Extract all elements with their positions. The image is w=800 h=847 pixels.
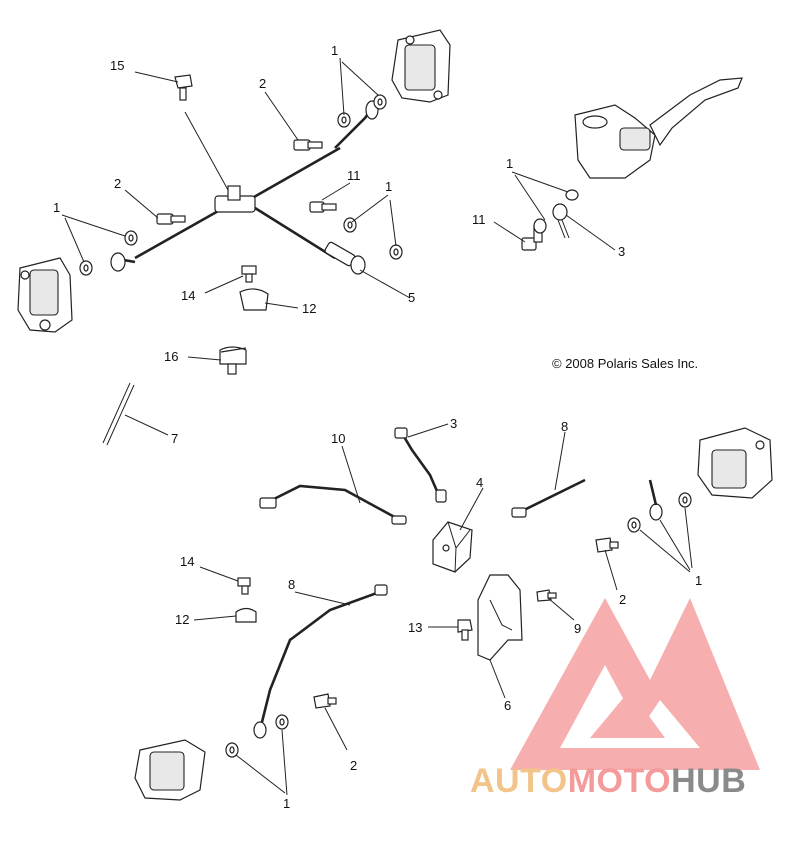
callout-2: 2 — [350, 758, 357, 773]
callout-6: 6 — [504, 698, 511, 713]
callout-5: 5 — [408, 290, 415, 305]
callout-8: 8 — [288, 577, 295, 592]
top-washers-bolts — [79, 74, 403, 375]
callout-15: 15 — [110, 58, 124, 73]
callout-1: 1 — [506, 156, 513, 171]
callout-2: 2 — [619, 592, 626, 607]
callout-12: 12 — [302, 301, 316, 316]
front-left-caliper — [17, 257, 73, 333]
rear-left-caliper — [134, 739, 206, 801]
callout-16: 16 — [164, 349, 178, 364]
callout-7: 7 — [171, 431, 178, 446]
callout-1: 1 — [385, 179, 392, 194]
line-7-and-clip-16 — [102, 347, 247, 446]
watermark-brand: AUTOMOTOHUB — [470, 762, 746, 801]
leader-lines — [61, 57, 693, 796]
callout-11: 11 — [472, 212, 486, 227]
watermark-brand-part3: HUB — [671, 762, 747, 800]
front-right-caliper — [391, 29, 451, 103]
brake-tee-assembly — [110, 99, 380, 275]
callout-1: 1 — [53, 200, 60, 215]
watermark-brand-part1: AUTO — [470, 762, 568, 800]
rear-right-caliper — [697, 427, 773, 499]
rear-brake-lines — [253, 427, 663, 739]
callout-8: 8 — [561, 419, 568, 434]
callout-3: 3 — [618, 244, 625, 259]
callout-3: 3 — [450, 416, 457, 431]
callout-1: 1 — [331, 43, 338, 58]
copyright-notice: © 2008 Polaris Sales Inc. — [552, 356, 699, 371]
callout-14: 14 — [180, 554, 194, 569]
callout-13: 13 — [408, 620, 422, 635]
callout-numbers: 1 2 15 2 1 11 1 1 11 3 5 14 12 16 7 3 10… — [53, 43, 702, 811]
callout-1: 1 — [283, 796, 290, 811]
callout-10: 10 — [331, 431, 345, 446]
callout-2: 2 — [259, 76, 266, 91]
watermark-brand-part2: MOTO — [567, 762, 672, 800]
watermark-logo — [510, 598, 760, 770]
callout-14: 14 — [181, 288, 195, 303]
junction-block-and-bracket — [432, 521, 523, 661]
callout-9: 9 — [574, 621, 581, 636]
bottom-small-parts — [225, 492, 692, 758]
callout-2: 2 — [114, 176, 121, 191]
callout-4: 4 — [476, 475, 483, 490]
callout-1: 1 — [695, 573, 702, 588]
callout-12: 12 — [175, 612, 189, 627]
callout-11: 11 — [347, 168, 361, 183]
master-cylinder-lever — [521, 77, 743, 251]
